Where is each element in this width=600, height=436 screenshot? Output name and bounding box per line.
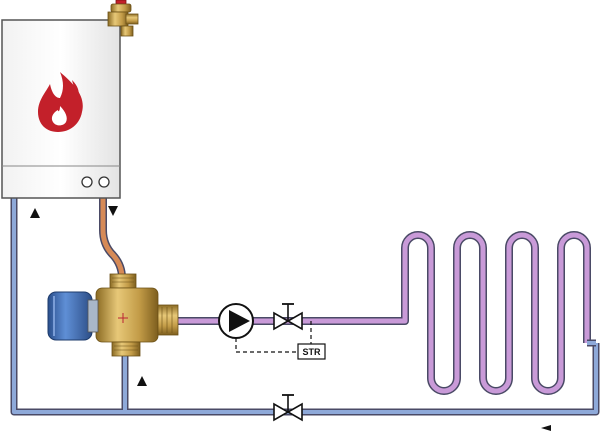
arrow-up-icon bbox=[137, 376, 147, 386]
boiler-indicator-left bbox=[81, 176, 93, 188]
flame-icon bbox=[38, 72, 83, 132]
str-label: STR bbox=[303, 347, 322, 357]
mixing-valve-knob-icon bbox=[47, 291, 99, 341]
three-way-mixing-valve-icon bbox=[95, 273, 179, 357]
boiler-indicator-right bbox=[98, 176, 110, 188]
arrow-down-icon bbox=[108, 206, 118, 216]
arrow-up-icon bbox=[30, 208, 40, 218]
flow-arrows bbox=[30, 206, 551, 431]
control-wiring bbox=[235, 321, 312, 353]
underfloor-heating-loop-icon bbox=[176, 231, 596, 395]
thermostat-str-box: STR bbox=[297, 343, 326, 360]
safety-valve-icon bbox=[107, 0, 139, 37]
bypass-valve-icon bbox=[273, 394, 303, 422]
supply-pipe bbox=[99, 198, 126, 279]
shutoff-valve-icon bbox=[273, 303, 303, 331]
arrow-left-icon bbox=[541, 425, 551, 431]
circulation-pump-icon bbox=[218, 303, 254, 339]
return-pipes bbox=[10, 198, 600, 416]
